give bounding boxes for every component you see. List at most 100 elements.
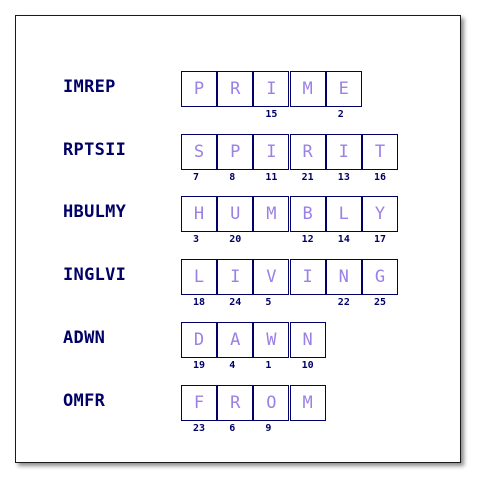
- scrambled-word: IMREP: [63, 77, 116, 97]
- letter: T: [374, 141, 386, 162]
- scrambled-word: ADWN: [63, 327, 106, 348]
- letter: L: [193, 267, 205, 288]
- clue-number: 3: [193, 234, 200, 246]
- scrambled-word: INGLVI: [63, 265, 127, 286]
- clue-number: 14: [337, 234, 350, 246]
- letter-box[interactable]: G 25: [362, 259, 398, 308]
- letter: W: [266, 329, 277, 350]
- letter-box[interactable]: L 18: [181, 259, 217, 308]
- letter-box[interactable]: M: [289, 384, 326, 421]
- letter-box[interactable]: T 16: [362, 133, 398, 183]
- clue-number: 19: [193, 359, 206, 371]
- letter: I: [230, 267, 241, 288]
- letter-box[interactable]: M: [289, 71, 326, 107]
- letter-box[interactable]: I 13: [325, 133, 362, 183]
- scrambled-word: HBULMY: [63, 202, 127, 223]
- letter: R: [230, 79, 241, 99]
- letter: F: [193, 392, 205, 413]
- letter: O: [266, 392, 277, 413]
- letter: R: [230, 392, 241, 413]
- clue-number: 22: [337, 297, 350, 309]
- clue-number: 23: [193, 422, 206, 434]
- clue-number: 2: [337, 109, 344, 120]
- clue-number: 10: [301, 359, 314, 371]
- scrambled-word: RPTSII: [63, 139, 127, 160]
- letter: P: [193, 79, 205, 99]
- letter-box[interactable]: U 20: [217, 196, 254, 245]
- letter-box[interactable]: I 24: [217, 259, 254, 308]
- letter: Y: [374, 204, 386, 225]
- letter: M: [302, 392, 313, 413]
- letter-box[interactable]: L 14: [325, 196, 362, 245]
- clue-number: 6: [229, 422, 236, 434]
- letter: R: [302, 141, 313, 162]
- clue-number: 21: [301, 171, 314, 183]
- letter: H: [193, 204, 205, 225]
- clue-number: 7: [193, 171, 200, 183]
- letter-box[interactable]: Y 17: [362, 196, 398, 245]
- letter: I: [266, 141, 277, 162]
- letter: D: [193, 329, 205, 350]
- letter: P: [230, 141, 241, 162]
- clue-number: 16: [374, 171, 387, 183]
- letter-box[interactable]: P: [181, 71, 217, 107]
- letter-box[interactable]: F 23: [181, 384, 217, 434]
- clue-number: 11: [265, 171, 278, 183]
- letter: A: [230, 329, 241, 350]
- letter-box[interactable]: D 19: [181, 321, 217, 371]
- letter-box[interactable]: I 11: [253, 133, 290, 183]
- letter: L: [338, 204, 349, 225]
- letter-box[interactable]: I: [289, 259, 326, 296]
- letter: M: [302, 79, 313, 99]
- letter: I: [302, 267, 313, 288]
- letter: I: [266, 79, 277, 99]
- letter-box[interactable]: M: [253, 196, 290, 233]
- letter: M: [266, 204, 277, 225]
- clue-number: 1: [265, 359, 272, 371]
- clue-number: 5: [265, 297, 272, 309]
- letter: V: [266, 267, 277, 288]
- clue-number: 13: [337, 171, 350, 183]
- letter: G: [374, 267, 386, 288]
- scrambled-word: OMFR: [63, 390, 106, 411]
- letter-box[interactable]: N 10: [289, 321, 326, 371]
- letter: N: [338, 267, 349, 288]
- letter-box[interactable]: N 22: [325, 259, 362, 308]
- clue-number: 17: [374, 234, 387, 246]
- letter: B: [302, 204, 313, 225]
- clue-number: 20: [229, 234, 242, 246]
- clue-number: 24: [229, 297, 242, 309]
- letter: U: [230, 204, 241, 225]
- letter-box[interactable]: R: [217, 71, 254, 107]
- clue-number: 8: [229, 171, 236, 183]
- letter-box[interactable]: I 15: [253, 71, 290, 120]
- letter: E: [338, 79, 349, 99]
- clue-number: 9: [265, 422, 272, 434]
- clue-number: 15: [265, 109, 278, 120]
- letter-box[interactable]: R 21: [289, 133, 326, 183]
- letter-box[interactable]: B 12: [289, 196, 326, 245]
- letter: N: [302, 329, 313, 350]
- clue-number: 4: [229, 359, 236, 371]
- clue-number: 25: [374, 297, 387, 309]
- letter: S: [193, 141, 205, 162]
- letter: I: [338, 141, 349, 162]
- clue-number: 12: [301, 234, 314, 246]
- clue-number: 18: [193, 297, 206, 309]
